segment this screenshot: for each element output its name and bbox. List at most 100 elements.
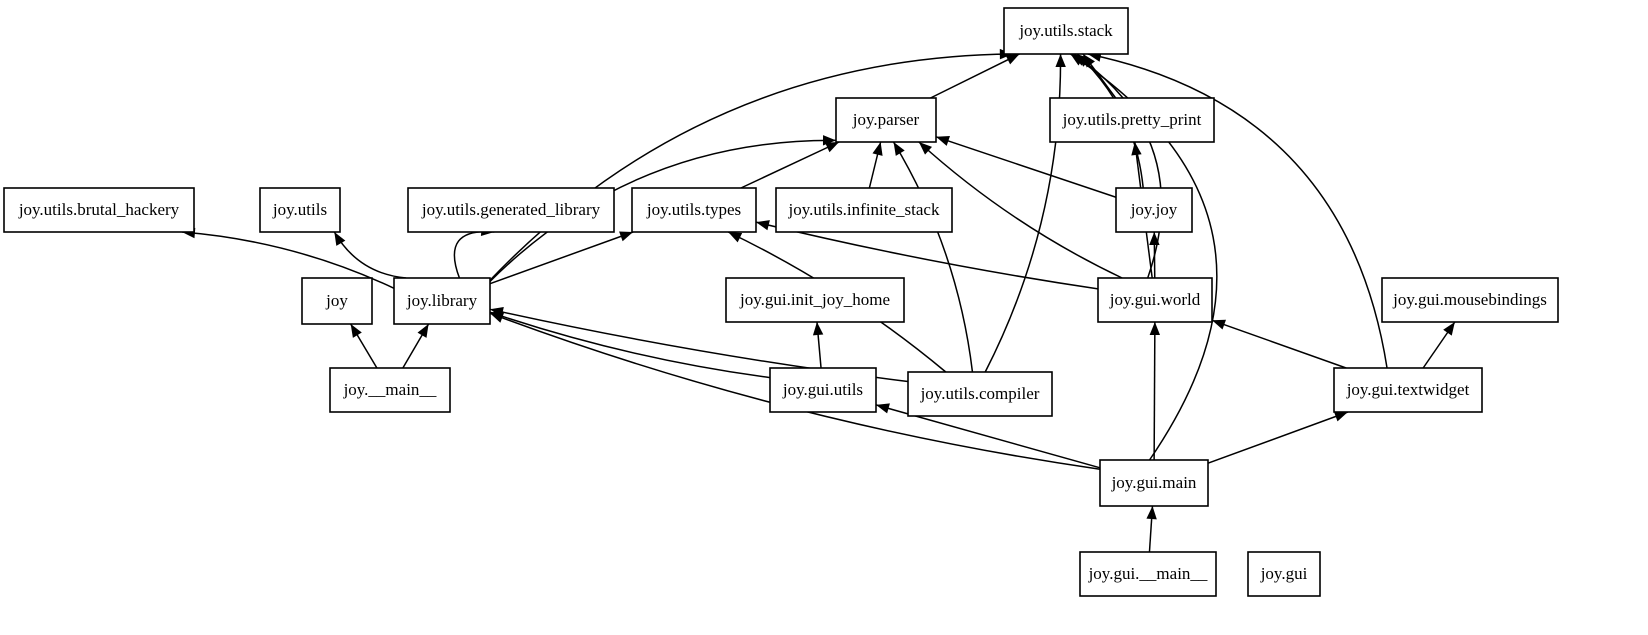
edge-joy_gui_main-to-joy_gui_world	[1153, 321, 1156, 461]
node-joy[interactable]: joy	[301, 277, 373, 325]
node-joy_joy[interactable]: joy.joy	[1115, 187, 1193, 233]
node-box[interactable]	[1099, 459, 1209, 507]
node-box[interactable]	[1115, 187, 1193, 233]
node-label: joy.utils.types	[646, 200, 741, 219]
edge-arrowhead	[619, 231, 634, 242]
node-box[interactable]	[1247, 551, 1321, 597]
node-joy_utils_compiler[interactable]: joy.utils.compiler	[907, 371, 1053, 417]
node-joy_gui_world[interactable]: joy.gui.world	[1097, 277, 1213, 323]
edge-arrowhead	[893, 142, 905, 156]
node-label: joy.gui.textwidget	[1346, 380, 1470, 399]
edge-arrowhead	[350, 324, 362, 338]
node-label: joy.utils.stack	[1018, 21, 1113, 40]
node-box[interactable]	[725, 277, 905, 323]
edge-arrowhead	[334, 232, 346, 246]
edge-joy_library-to-joy_utils	[333, 231, 407, 279]
edge-arrowhead	[1005, 54, 1020, 65]
node-joy_gui[interactable]: joy.gui	[1247, 551, 1321, 597]
edge-joy_library-to-joy_utils_stack	[489, 53, 1013, 281]
edge-joy_gui_main-to-joy_gui_textwidget	[1207, 411, 1349, 464]
node-box[interactable]	[259, 187, 341, 233]
node-joy_utils_stack[interactable]: joy.utils.stack	[1003, 7, 1129, 55]
node-label: joy.joy	[1130, 200, 1178, 219]
edge-joy_parser-to-joy_utils_stack	[930, 53, 1020, 99]
node-joy_utils[interactable]: joy.utils	[259, 187, 341, 233]
node-box[interactable]	[835, 97, 937, 143]
edge-arrowhead	[1333, 411, 1348, 422]
node-label: joy.gui.init_joy_home	[739, 290, 890, 309]
node-joy_gui_mousebindings[interactable]: joy.gui.mousebindings	[1381, 277, 1559, 323]
node-label: joy.utils.pretty_print	[1062, 110, 1202, 129]
node-joy_utils_brutal_hackery[interactable]: joy.utils.brutal_hackery	[3, 187, 195, 233]
node-label: joy.utils	[272, 200, 327, 219]
node-box[interactable]	[1079, 551, 1217, 597]
edge-arrowhead	[876, 403, 890, 414]
edge-arrowhead	[1055, 54, 1066, 68]
edge-joy_library-to-joy_utils_generated_library	[453, 230, 495, 279]
edge-joy_gui_world-to-joy_parser	[918, 141, 1123, 279]
edge-arrowhead	[825, 142, 840, 153]
node-box[interactable]	[1333, 367, 1483, 413]
edge-arrowhead	[1212, 319, 1226, 330]
node-label: joy.utils.compiler	[920, 384, 1040, 403]
node-joy___main__[interactable]: joy.__main__	[329, 367, 451, 413]
node-box[interactable]	[775, 187, 953, 233]
node-box[interactable]	[393, 277, 491, 325]
node-box[interactable]	[3, 187, 195, 233]
node-box[interactable]	[769, 367, 877, 413]
node-box[interactable]	[631, 187, 757, 233]
node-label: joy.library	[406, 291, 478, 310]
node-joy_gui_init_joy_home[interactable]: joy.gui.init_joy_home	[725, 277, 905, 323]
edge-joy_gui_utils-to-joy_library	[489, 311, 771, 379]
node-box[interactable]	[1097, 277, 1213, 323]
edge-joy_gui_main-to-joy_gui_utils	[875, 404, 1101, 469]
edge-arrowhead	[490, 312, 504, 323]
node-joy_gui_textwidget[interactable]: joy.gui.textwidget	[1333, 367, 1483, 413]
node-joy_gui_utils[interactable]: joy.gui.utils	[769, 367, 877, 413]
edge-arrowhead	[1146, 506, 1157, 520]
node-box[interactable]	[1381, 277, 1559, 323]
node-box[interactable]	[907, 371, 1053, 417]
node-label: joy.gui.mousebindings	[1392, 290, 1547, 309]
node-label: joy.gui.main	[1111, 473, 1197, 492]
node-joy_utils_pretty_print[interactable]: joy.utils.pretty_print	[1049, 97, 1215, 143]
node-label: joy.gui	[1260, 564, 1308, 583]
node-layer: joy.utils.stack joy.parser joy.utils.prett…	[3, 7, 1559, 597]
node-box[interactable]	[301, 277, 373, 325]
node-label: joy.utils.infinite_stack	[788, 200, 940, 219]
node-box[interactable]	[1049, 97, 1215, 143]
node-label: joy.utils.brutal_hackery	[18, 200, 180, 219]
node-joy_library[interactable]: joy.library	[393, 277, 491, 325]
node-box[interactable]	[329, 367, 451, 413]
node-label: joy.gui.utils	[782, 380, 863, 399]
node-box[interactable]	[407, 187, 615, 233]
node-label: joy.parser	[852, 110, 920, 129]
node-label: joy	[325, 291, 348, 310]
edge-layer	[181, 48, 1456, 553]
node-box[interactable]	[1003, 7, 1129, 55]
edge-joy_utils_types-to-joy_parser	[740, 141, 840, 189]
node-joy_utils_generated_library[interactable]: joy.utils.generated_library	[407, 187, 615, 233]
edge-joy_library-to-joy_utils_types	[489, 231, 634, 285]
edge-joy_utils_compiler-to-joy_parser	[892, 141, 974, 373]
edge-arrowhead	[918, 142, 933, 155]
edge-arrowhead	[728, 232, 743, 243]
edge-joy_gui_textwidget-to-joy_gui_world	[1211, 319, 1347, 369]
node-label: joy.__main__	[343, 380, 437, 399]
node-joy_gui___main__[interactable]: joy.gui.__main__	[1079, 551, 1217, 597]
node-joy_utils_types[interactable]: joy.utils.types	[631, 187, 757, 233]
edge-arrowhead	[936, 136, 950, 146]
edge-arrowhead	[872, 142, 883, 156]
node-label: joy.gui.__main__	[1088, 564, 1208, 583]
edge-arrowhead	[1131, 142, 1142, 156]
edge-joy_library-to-joy_parser	[489, 139, 837, 282]
node-joy_parser[interactable]: joy.parser	[835, 97, 937, 143]
edge-arrowhead	[756, 220, 770, 231]
node-joy_utils_infinite_stack[interactable]: joy.utils.infinite_stack	[775, 187, 953, 233]
node-label: joy.utils.generated_library	[421, 200, 601, 219]
edge-arrowhead	[812, 322, 824, 336]
node-joy_gui_main[interactable]: joy.gui.main	[1099, 459, 1209, 507]
edge-arrowhead	[1443, 322, 1455, 336]
